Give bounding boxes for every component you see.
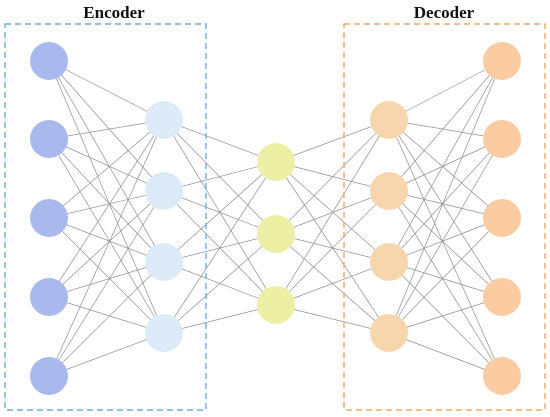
encoder-group-box: [4, 23, 207, 411]
edge-encoder-hidden-0-to-latent-1: [163, 119, 277, 235]
encoder-hidden-node-2: [145, 172, 183, 210]
edge-latent-2-to-decoder-hidden-1: [275, 190, 390, 306]
latent-node-2: [257, 215, 295, 253]
latent-node-3: [257, 286, 295, 324]
decoder-group-box: [343, 23, 546, 411]
latent-node-1: [257, 143, 295, 181]
edge-decoder-hidden-0-to-output-2: [388, 119, 503, 219]
edge-input-0-to-encoder-hidden-3: [48, 60, 165, 334]
edge-decoder-hidden-2-to-output-1: [388, 138, 503, 263]
decoder-title: Decoder: [414, 3, 475, 22]
edge-decoder-hidden-1-to-output-3: [388, 190, 503, 298]
edge-latent-2-to-decoder-hidden-3: [275, 304, 390, 334]
edge-input-2-to-encoder-hidden-3: [48, 217, 165, 334]
encoder-hidden-node-4: [145, 314, 183, 352]
edge-encoder-hidden-2-to-latent-0: [163, 161, 277, 263]
edge-input-4-to-encoder-hidden-2: [48, 261, 165, 377]
edge-latent-1-to-decoder-hidden-0: [275, 119, 390, 235]
edge-decoder-hidden-0-to-output-1: [388, 119, 503, 140]
edge-encoder-hidden-1-to-latent-1: [163, 190, 277, 235]
edge-decoder-hidden-1-to-output-4: [388, 190, 503, 377]
edge-input-4-to-encoder-hidden-3: [48, 332, 165, 377]
edge-encoder-hidden-0-to-latent-0: [163, 119, 277, 163]
edge-latent-0-to-decoder-hidden-3: [275, 161, 390, 334]
edge-latent-2-to-decoder-hidden-0: [275, 119, 390, 306]
edge-decoder-hidden-2-to-output-0: [388, 60, 503, 263]
input-node-5: [30, 357, 68, 395]
decoder-hidden-node-2: [370, 172, 408, 210]
edge-input-3-to-encoder-hidden-0: [48, 119, 165, 298]
neurons: [30, 42, 521, 395]
edge-input-4-to-encoder-hidden-1: [48, 190, 165, 377]
encoder-hidden-node-1: [145, 101, 183, 139]
edge-latent-0-to-decoder-hidden-0: [275, 119, 390, 163]
edge-input-0-to-encoder-hidden-1: [48, 60, 165, 192]
edge-decoder-hidden-0-to-output-3: [388, 119, 503, 298]
edge-input-1-to-encoder-hidden-2: [48, 138, 165, 263]
edge-input-4-to-encoder-hidden-0: [48, 119, 165, 377]
output-node-1: [483, 42, 521, 80]
encoder-title: Encoder: [83, 3, 145, 22]
edge-decoder-hidden-0-to-output-0: [388, 60, 503, 121]
decoder-hidden-node-1: [370, 101, 408, 139]
input-node-2: [30, 120, 68, 158]
edge-input-3-to-encoder-hidden-3: [48, 296, 165, 334]
decoder-hidden-node-3: [370, 243, 408, 281]
edge-decoder-hidden-3-to-output-0: [388, 60, 503, 334]
edge-decoder-hidden-2-to-output-2: [388, 217, 503, 263]
edge-decoder-hidden-3-to-output-3: [388, 296, 503, 334]
output-node-4: [483, 278, 521, 316]
input-node-3: [30, 199, 68, 237]
edge-input-0-to-encoder-hidden-0: [48, 60, 165, 121]
edge-input-1-to-encoder-hidden-0: [48, 119, 165, 140]
edge-latent-0-to-decoder-hidden-1: [275, 161, 390, 192]
connections: [48, 60, 503, 377]
edge-input-2-to-encoder-hidden-2: [48, 217, 165, 263]
edge-encoder-hidden-3-to-latent-0: [163, 161, 277, 334]
edge-encoder-hidden-3-to-latent-2: [163, 304, 277, 334]
edge-decoder-hidden-2-to-output-4: [388, 261, 503, 377]
output-node-3: [483, 199, 521, 237]
edge-decoder-hidden-0-to-output-4: [388, 119, 503, 377]
output-node-5: [483, 357, 521, 395]
edge-decoder-hidden-1-to-output-2: [388, 190, 503, 219]
edge-encoder-hidden-1-to-latent-0: [163, 161, 277, 192]
edge-input-2-to-encoder-hidden-1: [48, 190, 165, 219]
edge-input-3-to-encoder-hidden-2: [48, 261, 165, 298]
edge-encoder-hidden-3-to-latent-1: [163, 233, 277, 334]
output-node-2: [483, 120, 521, 158]
edge-decoder-hidden-3-to-output-1: [388, 138, 503, 334]
edge-decoder-hidden-1-to-output-0: [388, 60, 503, 192]
edge-decoder-hidden-3-to-output-2: [388, 217, 503, 334]
input-node-4: [30, 278, 68, 316]
input-node-1: [30, 42, 68, 80]
edge-input-1-to-encoder-hidden-3: [48, 138, 165, 334]
edge-input-2-to-encoder-hidden-0: [48, 119, 165, 219]
edge-input-0-to-encoder-hidden-2: [48, 60, 165, 263]
edge-latent-2-to-decoder-hidden-2: [275, 261, 390, 306]
decoder-hidden-node-4: [370, 314, 408, 352]
edge-input-1-to-encoder-hidden-1: [48, 138, 165, 192]
edge-decoder-hidden-2-to-output-3: [388, 261, 503, 298]
encoder-hidden-node-3: [145, 243, 183, 281]
edge-decoder-hidden-1-to-output-1: [388, 138, 503, 192]
edge-decoder-hidden-3-to-output-4: [388, 332, 503, 377]
edge-input-3-to-encoder-hidden-1: [48, 190, 165, 298]
